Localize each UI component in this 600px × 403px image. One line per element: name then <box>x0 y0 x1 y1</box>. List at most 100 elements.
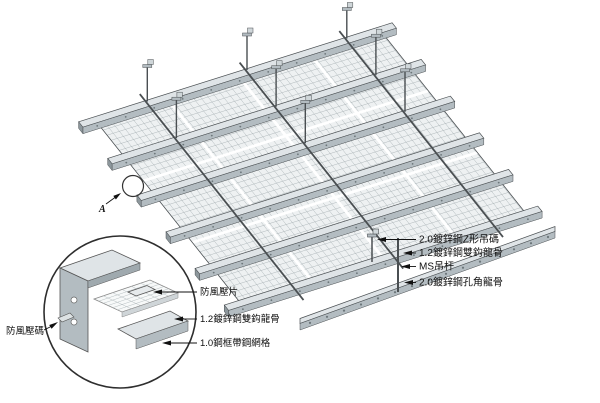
z-clip-plate <box>400 68 410 73</box>
angle-hole <box>359 303 363 306</box>
detail-wind-clip <box>126 285 157 297</box>
channel-hole <box>355 226 358 229</box>
channel-hole <box>154 198 157 201</box>
channel-hole <box>268 162 271 165</box>
channel-end-cap <box>165 231 171 245</box>
channel-hole <box>440 199 443 202</box>
z-clip-plate <box>371 33 381 38</box>
channel-hole <box>211 180 214 183</box>
label-wind-clamp: 防風壓碼 <box>6 325 44 337</box>
z-clip-upright <box>247 27 254 34</box>
angle-hole <box>461 266 465 269</box>
channel-hole <box>527 218 529 221</box>
angle-hole <box>342 309 346 312</box>
channel-hole <box>270 299 273 302</box>
channel-hole <box>356 272 358 275</box>
channel-hole <box>468 145 471 147</box>
channel-hole <box>352 44 355 46</box>
detail-label-wind-clip: 防風壓片 <box>200 286 238 298</box>
z-clip-plate <box>242 32 252 37</box>
channel-hole <box>384 263 387 266</box>
angle-hole <box>376 297 380 300</box>
channel-hole <box>182 143 185 146</box>
channel-hole <box>412 208 415 211</box>
panel-mesh-line <box>117 290 174 311</box>
detail-label-double-hook-keel: 1.2鍍鋅鋼雙鈎龍骨 <box>200 313 280 325</box>
channel-hole <box>183 189 185 192</box>
angle-hole <box>478 260 482 263</box>
channel-hole <box>470 236 472 239</box>
channel-hole <box>354 181 357 183</box>
z-clip-upright <box>305 95 312 101</box>
z-clip-plate <box>171 96 182 101</box>
channel-hole <box>411 163 414 165</box>
channel-hole <box>267 116 270 119</box>
detail-callouts: 防風壓片 1.2鍍鋅鋼雙鈎龍骨 1.0鋼框帶鋼網格 防風壓碼 <box>6 286 280 349</box>
channel-end-cap <box>224 304 229 318</box>
leader-arrowhead <box>162 340 171 346</box>
z-clip-plate <box>300 100 311 104</box>
detail-channel-hole <box>70 318 78 326</box>
z-clip-upright <box>405 63 412 70</box>
callout-label-ms-rod: MS吊杆 <box>419 261 454 273</box>
z-clip-hanger <box>367 228 379 262</box>
detail-keel-front-face <box>135 320 189 350</box>
channel-hole <box>269 208 271 210</box>
callout-label-perforated-angle: 2.0鍍鋅鋼孔角龍骨 <box>419 276 503 289</box>
angle-hole <box>393 291 397 294</box>
angle-hole <box>512 248 516 251</box>
channel-hole <box>326 190 328 192</box>
channel-hole <box>498 227 501 230</box>
channel-hole <box>125 161 128 164</box>
detail-channel-front-face <box>59 267 89 353</box>
channel-hole <box>269 253 272 256</box>
panel-mesh-line <box>98 281 155 302</box>
channel-end-cap <box>194 267 200 282</box>
channel-hole <box>383 172 385 174</box>
detail-label-steel-mesh: 1.0鋼框帶鋼網格 <box>200 337 271 349</box>
leader-arrowhead <box>404 280 413 285</box>
channel-hole <box>240 217 243 219</box>
angle-hole <box>325 315 329 318</box>
channel-hole <box>324 98 327 101</box>
z-clip-upright <box>347 2 354 8</box>
channel-hole <box>181 98 184 100</box>
detail-marker-label: A <box>98 204 106 215</box>
channel-hole <box>239 125 242 128</box>
channel-hole <box>381 80 384 83</box>
cross-rod <box>139 93 305 301</box>
detail-channel-flange <box>87 262 141 289</box>
channel-hole <box>353 89 356 92</box>
channel-hole <box>497 181 500 184</box>
channel-hole <box>212 226 215 228</box>
leader-arrowhead <box>113 193 121 200</box>
leader-arrowhead <box>174 316 183 322</box>
z-clip-plate <box>142 64 153 68</box>
perforated-edge-angle <box>299 226 556 331</box>
leader-arrowhead <box>377 237 386 242</box>
z-clip-upright <box>147 59 154 65</box>
channel-hole <box>327 281 330 284</box>
channel-hole <box>382 126 385 129</box>
channel-hole <box>241 262 244 265</box>
z-clip-upright <box>176 91 183 98</box>
channel-hole <box>240 171 242 174</box>
channel-hole <box>411 117 413 120</box>
channel-hole <box>153 107 156 109</box>
carrier-channels <box>78 22 543 318</box>
channel-hole <box>383 217 386 220</box>
channel-hole <box>469 190 472 193</box>
channel-hole <box>238 80 241 82</box>
cross-rod <box>338 30 504 238</box>
channel-hole <box>96 125 99 127</box>
channel-hole <box>439 108 442 111</box>
callout-label-double-hook-keel: 1.2鍍鋅鋼雙鈎龍骨 <box>419 246 503 259</box>
detail-marker-circle <box>121 174 145 198</box>
angle-hole <box>427 278 431 282</box>
channel-hole <box>242 308 244 311</box>
detail-mesh-panel-edge <box>121 292 179 318</box>
detail-view <box>43 235 197 389</box>
channel-end-cap <box>107 157 113 172</box>
